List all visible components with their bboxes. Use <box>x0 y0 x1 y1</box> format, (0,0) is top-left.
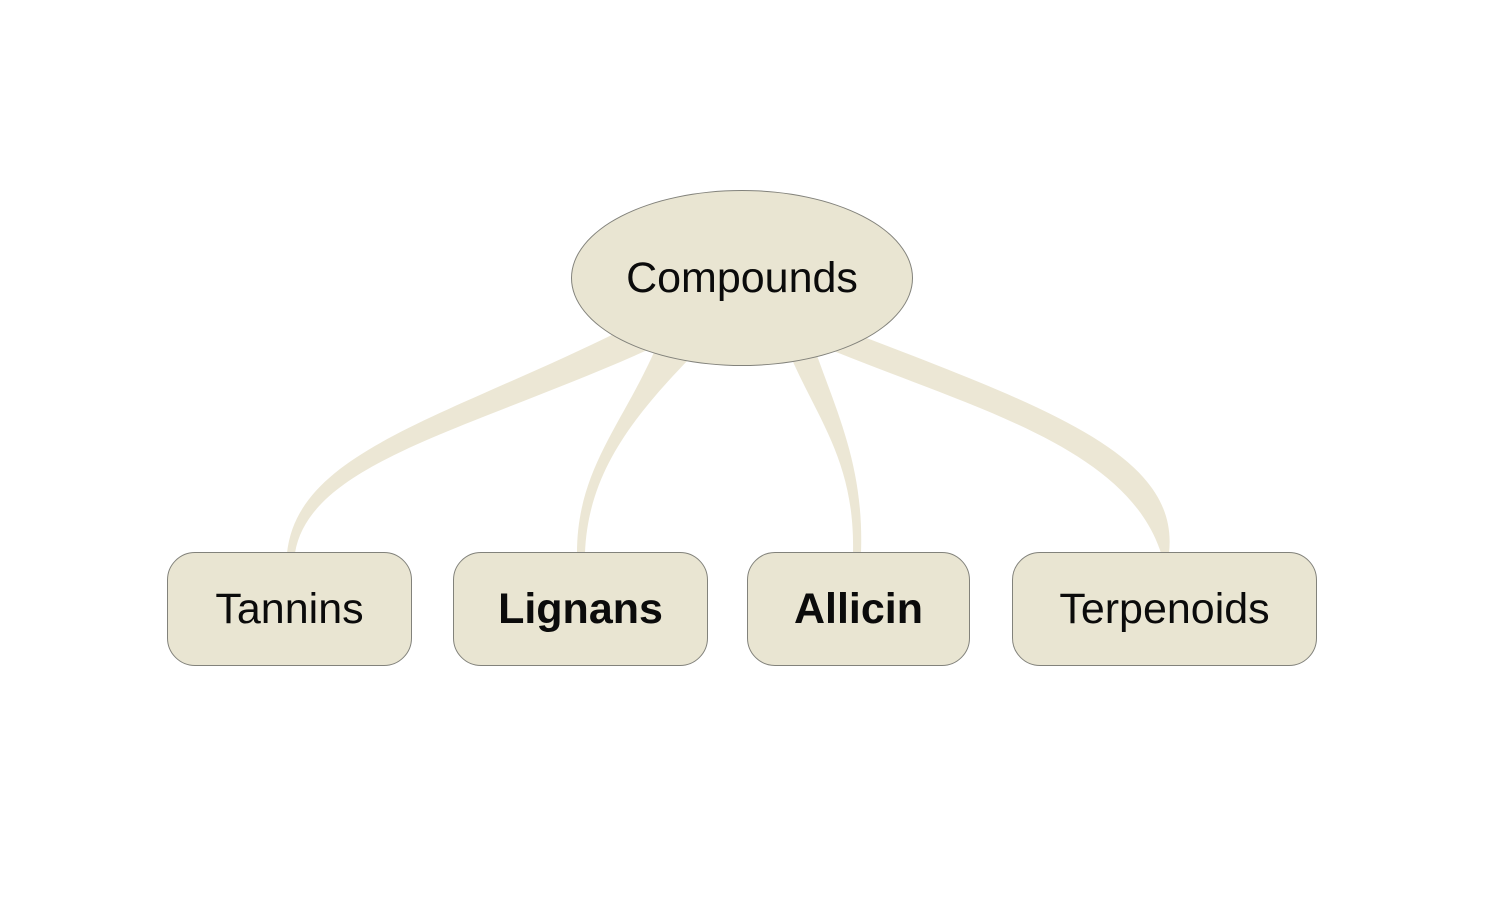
node-tannins[interactable]: Tannins <box>167 552 412 666</box>
edge-compounds-tannins <box>287 330 652 553</box>
node-compounds-label: Compounds <box>626 253 858 302</box>
node-allicin[interactable]: Allicin <box>747 552 970 666</box>
edge-compounds-lignans <box>577 350 690 553</box>
node-compounds[interactable]: Compounds <box>571 190 913 366</box>
node-lignans[interactable]: Lignans <box>453 552 708 666</box>
node-terpenoids-label: Terpenoids <box>1059 584 1270 633</box>
edge-compounds-terpenoids <box>812 326 1170 553</box>
node-terpenoids[interactable]: Terpenoids <box>1012 552 1317 666</box>
node-lignans-label: Lignans <box>498 584 663 633</box>
edge-compounds-allicin <box>790 350 862 553</box>
node-tannins-label: Tannins <box>215 584 364 633</box>
node-allicin-label: Allicin <box>793 584 924 633</box>
